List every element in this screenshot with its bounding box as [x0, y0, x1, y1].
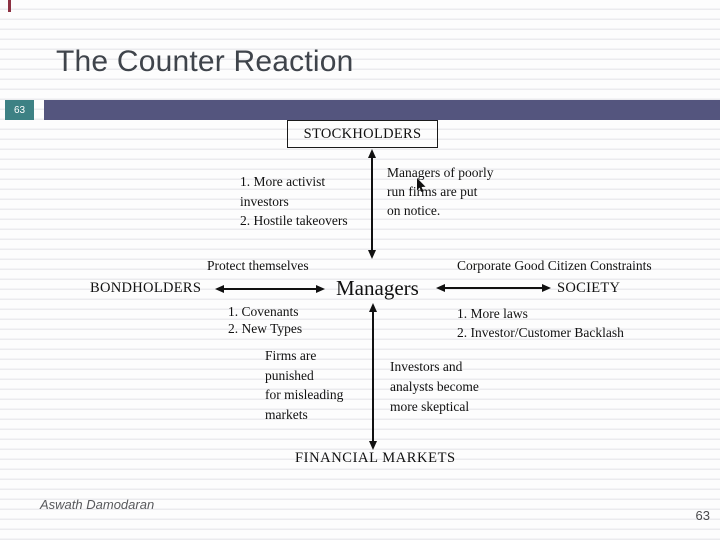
- note-investors-skeptical: Investors and analysts become more skept…: [390, 359, 479, 414]
- bondholders-label: BONDHOLDERS: [90, 280, 202, 296]
- note-covenants: 1. Covenants 2. New Types: [228, 304, 303, 336]
- arrowhead-right-icon: [542, 284, 551, 292]
- stockholders-label: STOCKHOLDERS: [303, 125, 422, 142]
- society-label: SOCIETY: [557, 280, 621, 296]
- note-firms-punished: Firms are punished for misleading market…: [265, 348, 344, 422]
- label-protect-themselves: Protect themselves: [207, 258, 309, 273]
- arrowhead-up-icon: [368, 149, 376, 158]
- arrowhead-left-icon: [436, 284, 445, 292]
- note-more-laws: 1. More laws 2. Investor/Customer Backla…: [457, 306, 624, 340]
- arrowhead-right-icon: [316, 285, 325, 293]
- arrow-managers-financial-markets: [368, 303, 378, 450]
- managers-label: Managers: [336, 276, 419, 300]
- footer-author: Aswath Damodaran: [40, 497, 155, 512]
- arrow-stockholders-managers: [367, 149, 377, 259]
- stockholders-box: STOCKHOLDERS: [287, 120, 438, 148]
- financial-markets-label: FINANCIAL MARKETS: [295, 450, 456, 466]
- arrowhead-down-icon: [368, 250, 376, 259]
- arrow-bondholders-managers: [215, 284, 325, 294]
- slide-title: The Counter Reaction: [56, 45, 354, 78]
- arrowhead-up-icon: [369, 303, 377, 312]
- note-activist-investors: 1. More activist investors 2. Hostile ta…: [240, 174, 348, 228]
- arrowhead-down-icon: [369, 441, 377, 450]
- note-managers-notice: Managers of poorly run firms are put on …: [387, 165, 494, 218]
- slide-number-badge: 63: [5, 100, 34, 120]
- arrow-managers-society: [436, 283, 551, 293]
- footer-page-number: 63: [695, 508, 710, 523]
- arrowhead-left-icon: [215, 285, 224, 293]
- label-corporate-constraints: Corporate Good Citizen Constraints: [457, 258, 652, 273]
- mouse-cursor-icon: [416, 178, 427, 194]
- red-accent-mark: [8, 0, 11, 12]
- header-bar: [44, 100, 720, 120]
